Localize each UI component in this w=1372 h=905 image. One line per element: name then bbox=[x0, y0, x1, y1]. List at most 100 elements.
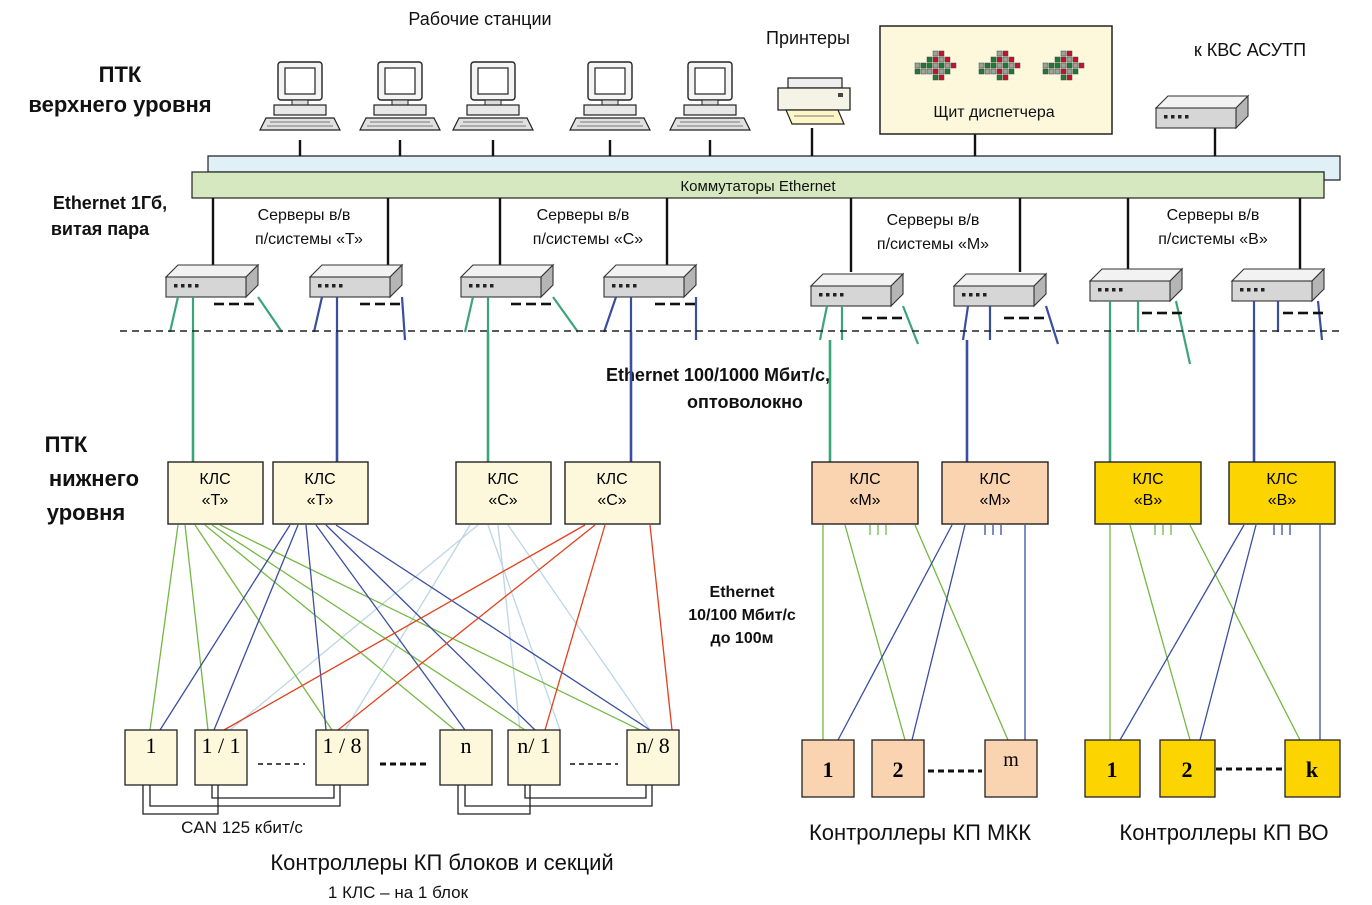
kls-units: КЛС «Т» КЛС «Т» КЛС «С» КЛС «С» КЛС «М» … bbox=[167, 461, 1336, 525]
kvs-label: к КВС АСУТП bbox=[1194, 40, 1306, 60]
low-level-title-line1: ПТК bbox=[45, 432, 88, 457]
server-group-c-line2: п/системы «С» bbox=[533, 231, 643, 248]
server-drops bbox=[211, 198, 1302, 272]
io-servers bbox=[165, 264, 1325, 307]
workstation-icon bbox=[569, 61, 651, 131]
server-group-t-line2: п/системы «Т» bbox=[255, 231, 363, 248]
ethernet-1g-line1: Ethernet 1Гб, bbox=[53, 193, 167, 213]
top-level-title-line1: ПТК bbox=[99, 62, 142, 87]
server-group-v-line2: п/системы «В» bbox=[1158, 231, 1268, 248]
controller-label: 1 bbox=[823, 757, 834, 782]
server-group-v-line1: Серверы в/в bbox=[1167, 207, 1260, 224]
controller-label: 2 bbox=[1182, 757, 1193, 782]
kls-box: КЛС «М» bbox=[941, 461, 1049, 525]
kls-subsystem: «С» bbox=[488, 492, 517, 509]
controller-label: 1 / 1 bbox=[201, 733, 240, 758]
controller-label: k bbox=[1306, 757, 1319, 782]
low-level-title-line2: нижнего bbox=[49, 466, 139, 491]
top-level-title-line2: верхнего уровня bbox=[28, 92, 211, 117]
controller-label: m bbox=[1003, 749, 1019, 771]
workstations-label: Рабочие станции bbox=[408, 9, 551, 29]
io-server-icon bbox=[953, 273, 1047, 307]
kls-label: КЛС bbox=[849, 471, 880, 488]
controller-label: n bbox=[461, 733, 472, 758]
io-server-icon bbox=[460, 264, 554, 298]
controller-box: 2 bbox=[871, 739, 925, 798]
controller-box: m bbox=[984, 739, 1038, 798]
kls-box: КЛС «С» bbox=[564, 461, 661, 525]
block-caption: Контроллеры КП блоков и секций bbox=[270, 850, 613, 875]
ethernet-1g-line2: витая пара bbox=[51, 219, 150, 239]
kls-label: КЛС bbox=[596, 471, 627, 488]
io-server-icon bbox=[309, 264, 403, 298]
controller-box: 1 / 1 bbox=[194, 729, 248, 786]
dispatcher-panel-label: Щит диспетчера bbox=[933, 104, 1054, 121]
kls-label: КЛС bbox=[304, 471, 335, 488]
switch-tails bbox=[168, 296, 1324, 365]
controller-box: 1 bbox=[1084, 739, 1141, 798]
ethernet-fiber-line2: оптоволокно bbox=[687, 392, 803, 412]
router-icon bbox=[1155, 95, 1249, 129]
kls-label: КЛС bbox=[979, 471, 1010, 488]
server-group-m-line1: Серверы в/в bbox=[887, 212, 980, 229]
ethernet-copper-line2: 10/100 Мбит/с bbox=[688, 607, 796, 624]
io-server-icon bbox=[165, 264, 259, 298]
io-server-icon bbox=[1231, 268, 1325, 302]
io-server-icon bbox=[603, 264, 697, 298]
vo-controllers: 1 2 k bbox=[1084, 739, 1341, 798]
kls-subsystem: «В» bbox=[1134, 492, 1163, 509]
kls-box: КЛС «М» bbox=[811, 461, 919, 525]
controller-label: 2 bbox=[893, 757, 904, 782]
kls-label: КЛС bbox=[487, 471, 518, 488]
mkk-controllers: 1 2 m bbox=[801, 739, 1038, 798]
ethernet-switches-bar: Коммутаторы Ethernet bbox=[191, 171, 1325, 199]
switches-label: Коммутаторы Ethernet bbox=[680, 178, 836, 195]
kls-subsystem: «В» bbox=[1268, 492, 1297, 509]
kls-subsystem: «Т» bbox=[307, 492, 334, 509]
io-server-icon bbox=[1089, 268, 1183, 302]
printers-label: Принтеры bbox=[766, 28, 850, 48]
controller-box: 1 / 8 bbox=[315, 729, 369, 786]
controller-label: n/ 1 bbox=[517, 733, 551, 758]
block-controllers: 1 1 / 1 1 / 8 n n/ 1 n/ 8 bbox=[124, 729, 680, 786]
kls-box: КЛС «Т» bbox=[272, 461, 369, 525]
kls-box: КЛС «В» bbox=[1228, 461, 1336, 525]
server-group-m-line2: п/системы «М» bbox=[877, 236, 989, 253]
printer-icon bbox=[777, 77, 851, 125]
controller-label: n/ 8 bbox=[636, 733, 670, 758]
server-group-labels: Серверы в/в п/системы «Т» Серверы в/в п/… bbox=[255, 207, 1268, 253]
copper-links bbox=[149, 524, 1321, 741]
fiber-links bbox=[191, 332, 1256, 462]
can-bus-wiring bbox=[142, 784, 653, 815]
kls-box: КЛС «С» bbox=[455, 461, 552, 525]
block-caption-note: 1 КЛС – на 1 блок bbox=[328, 883, 469, 902]
controller-box: k bbox=[1284, 739, 1341, 798]
kls-subsystem: «М» bbox=[979, 492, 1010, 509]
kls-label: КЛС bbox=[199, 471, 230, 488]
low-level-title-line3: уровня bbox=[47, 500, 125, 525]
kls-subsystem: «Т» bbox=[202, 492, 229, 509]
ethernet-fiber-line1: Ethernet 100/1000 Мбит/с, bbox=[606, 365, 830, 385]
ethernet-copper-line3: до 100м bbox=[711, 630, 774, 647]
io-server-icon bbox=[810, 273, 904, 307]
can-bus-label: CAN 125 кбит/с bbox=[181, 818, 303, 837]
kls-subsystem: «М» bbox=[849, 492, 880, 509]
controller-box: 1 bbox=[124, 729, 178, 786]
ellipsis-dashes bbox=[258, 762, 1282, 773]
mkk-caption: Контроллеры КП МКК bbox=[809, 820, 1031, 845]
controller-box: 2 bbox=[1159, 739, 1216, 798]
controller-label: 1 bbox=[1107, 757, 1118, 782]
top-device-links bbox=[298, 128, 1217, 156]
ethernet-copper-line1: Ethernet bbox=[710, 584, 776, 601]
kls-box: КЛС «Т» bbox=[167, 461, 264, 525]
controller-label: 1 / 8 bbox=[322, 733, 361, 758]
kls-label: КЛС bbox=[1266, 471, 1297, 488]
controller-label: 1 bbox=[146, 733, 157, 758]
controller-box: n bbox=[439, 729, 493, 786]
workstations bbox=[259, 61, 751, 131]
workstation-icon bbox=[452, 61, 534, 131]
vo-caption: Контроллеры КП ВО bbox=[1119, 820, 1328, 845]
controller-box: n/ 1 bbox=[507, 729, 561, 786]
kls-box: КЛС «В» bbox=[1094, 461, 1202, 525]
